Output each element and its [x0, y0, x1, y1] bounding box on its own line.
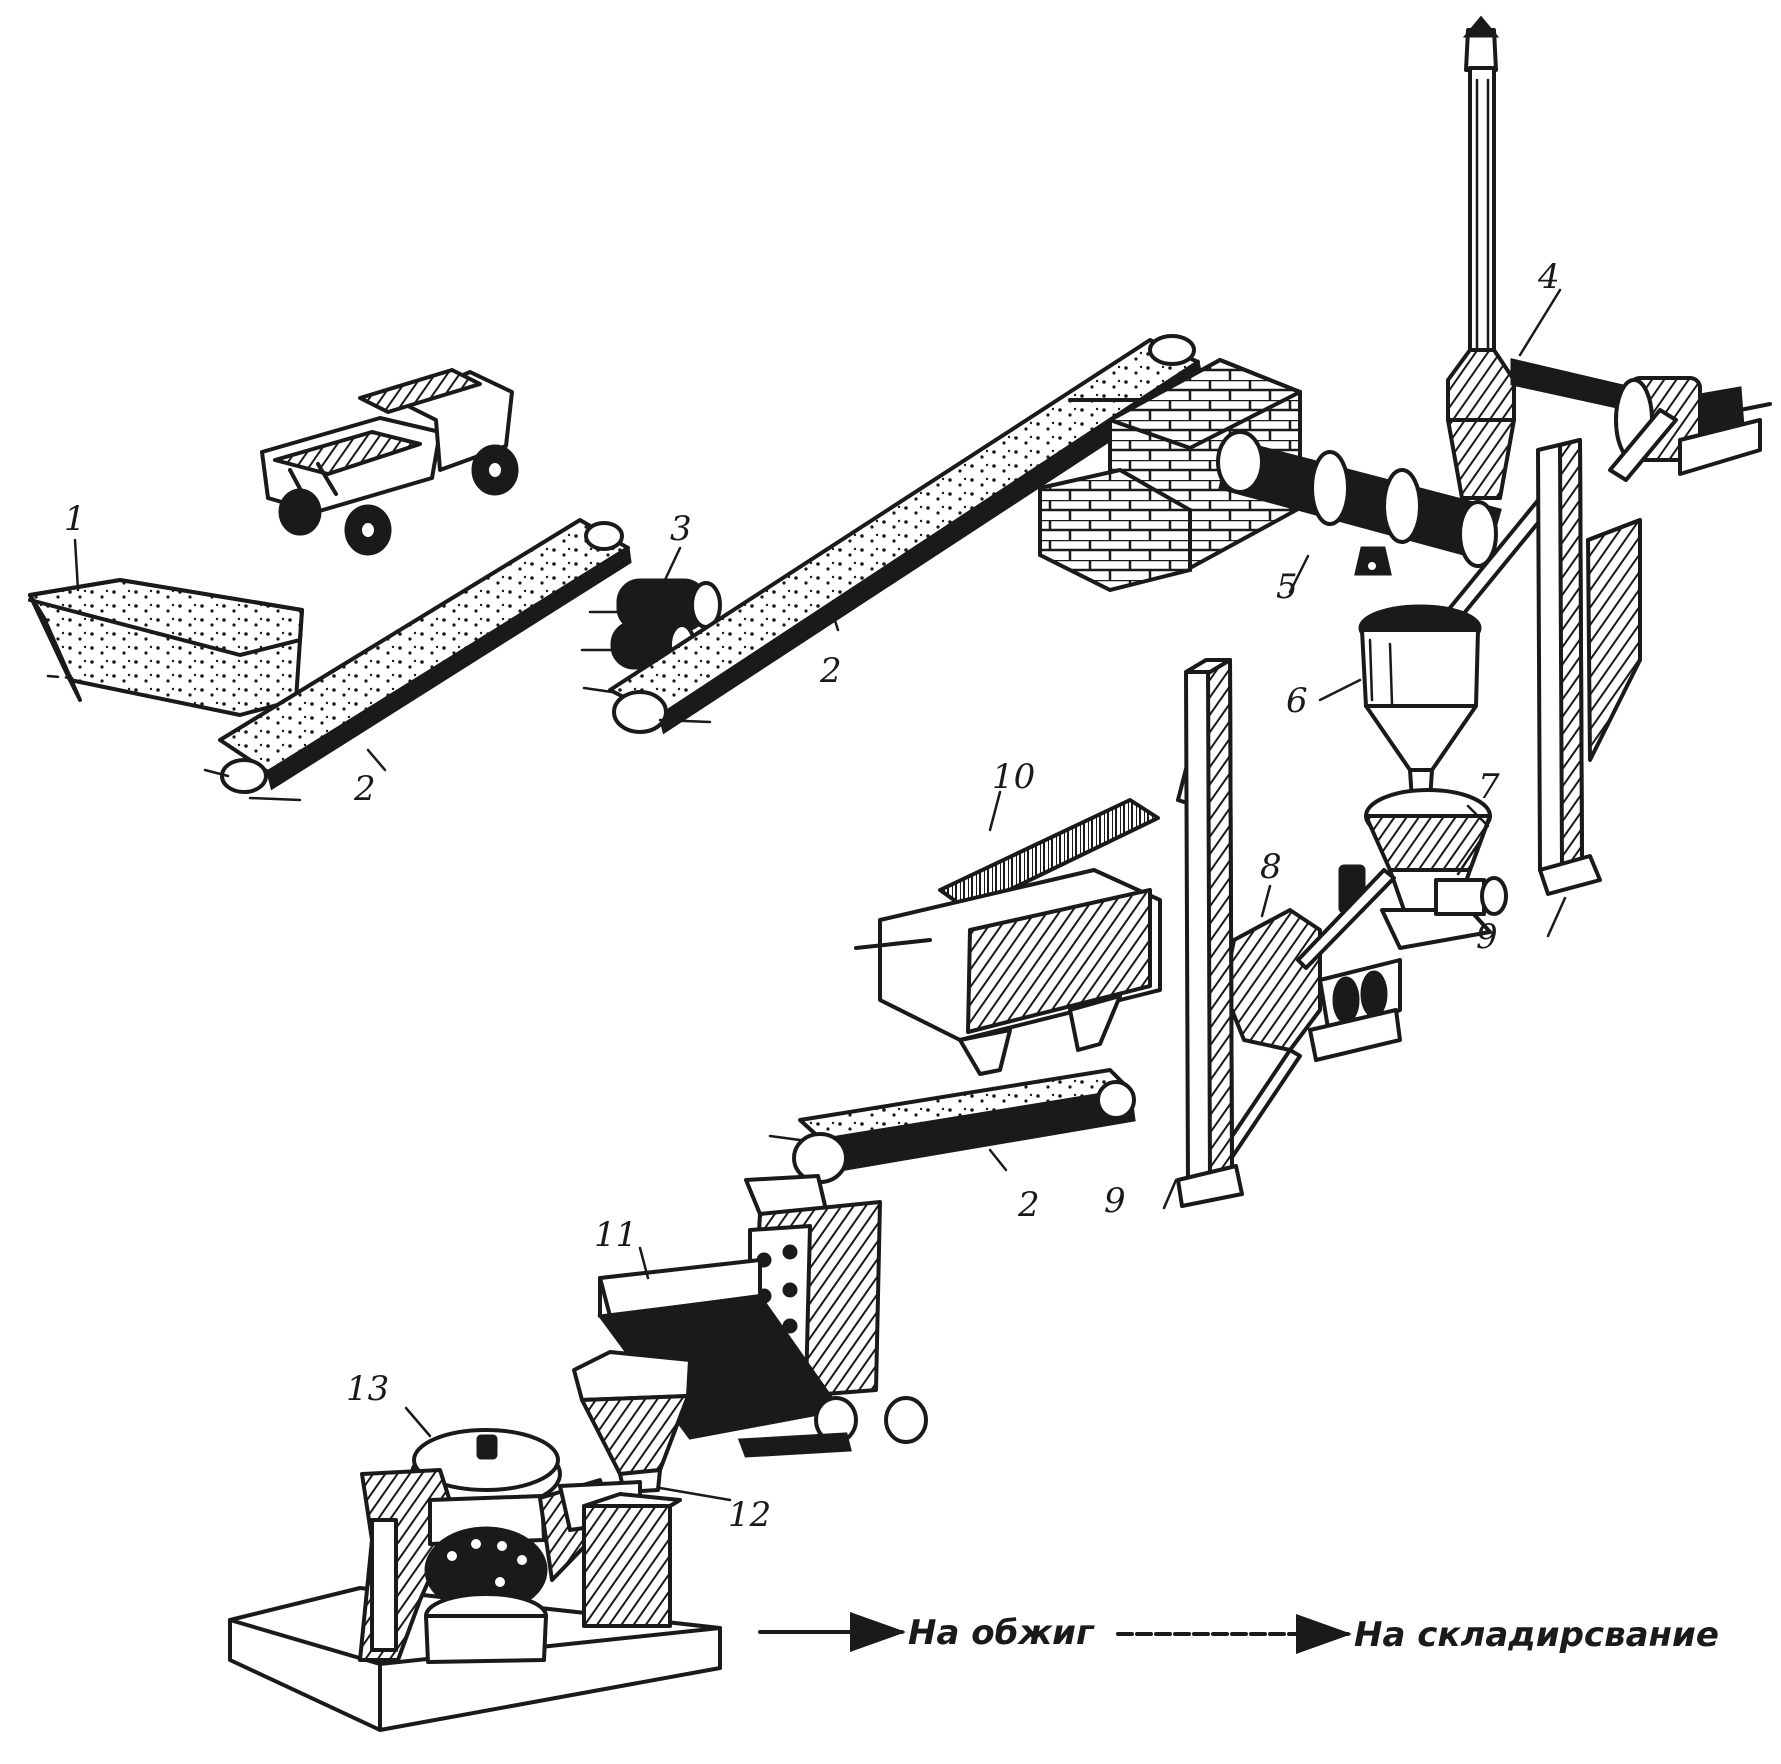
- leader-13: [404, 1406, 432, 1438]
- label-11: 11: [594, 1215, 637, 1255]
- label-3: 3: [670, 509, 692, 549]
- leader-10: [988, 790, 1002, 832]
- label-13: 13: [346, 1369, 389, 1409]
- leader-3: [662, 546, 682, 584]
- label-9b: 9: [1104, 1181, 1126, 1221]
- cyclone-hopper: [1318, 604, 1482, 802]
- rotary-drum-dryer: [1216, 430, 1502, 594]
- label-12: 12: [728, 1495, 771, 1535]
- leader-4: [1518, 288, 1562, 357]
- leader-1: [73, 538, 80, 592]
- callout-numbers: 1 2 2 2 3 4 5 6 7 8 9 9 10 11 12 13: [64, 257, 1560, 1535]
- leader-7: [1456, 836, 1484, 876]
- bucket-elevator-middle: [1162, 658, 1244, 1210]
- leader-5: [1288, 554, 1310, 594]
- sieve-hopper: [854, 790, 1162, 1076]
- belt-conveyor-3: [768, 1068, 1136, 1184]
- chimney-stack: [1446, 15, 1562, 500]
- leader-2a: [366, 748, 387, 772]
- label-9a: 9: [1476, 917, 1498, 957]
- label-2a: 2: [353, 769, 376, 809]
- mixer-unit: [597, 1174, 928, 1458]
- label-8: 8: [1260, 847, 1282, 887]
- caption-to-storage: На складирсвание: [1354, 1615, 1719, 1655]
- hydraulic-press: [228, 1406, 722, 1732]
- label-2b: 2: [819, 651, 842, 691]
- leader-2b: [828, 603, 840, 632]
- leader-8: [1260, 884, 1272, 918]
- leader-2c: [988, 1148, 1008, 1172]
- dump-truck: [260, 368, 519, 556]
- feeder-hopper: [572, 1350, 732, 1502]
- receiving-hopper: [28, 538, 304, 717]
- label-2c: 2: [1017, 1185, 1040, 1225]
- caption-to-firing: На обжиг: [908, 1613, 1095, 1653]
- brick-furnace: [1038, 357, 1302, 593]
- label-5: 5: [1276, 567, 1298, 607]
- leader-9a: [1546, 896, 1567, 938]
- label-1: 1: [64, 499, 86, 539]
- label-10: 10: [992, 757, 1035, 797]
- leader-6: [1318, 678, 1362, 702]
- label-6: 6: [1286, 681, 1308, 721]
- label-7: 7: [1478, 767, 1500, 807]
- leader-12: [658, 1486, 732, 1502]
- bucket-elevator-right: [1536, 438, 1642, 938]
- leader-11: [638, 1246, 650, 1280]
- belt-conveyor-1: [203, 518, 632, 802]
- output-flow: На обжиг На складирсвание: [758, 1612, 1719, 1655]
- exhaust-fan: [1222, 884, 1402, 1062]
- leader-9b: [1162, 1178, 1178, 1210]
- label-4: 4: [1537, 257, 1560, 297]
